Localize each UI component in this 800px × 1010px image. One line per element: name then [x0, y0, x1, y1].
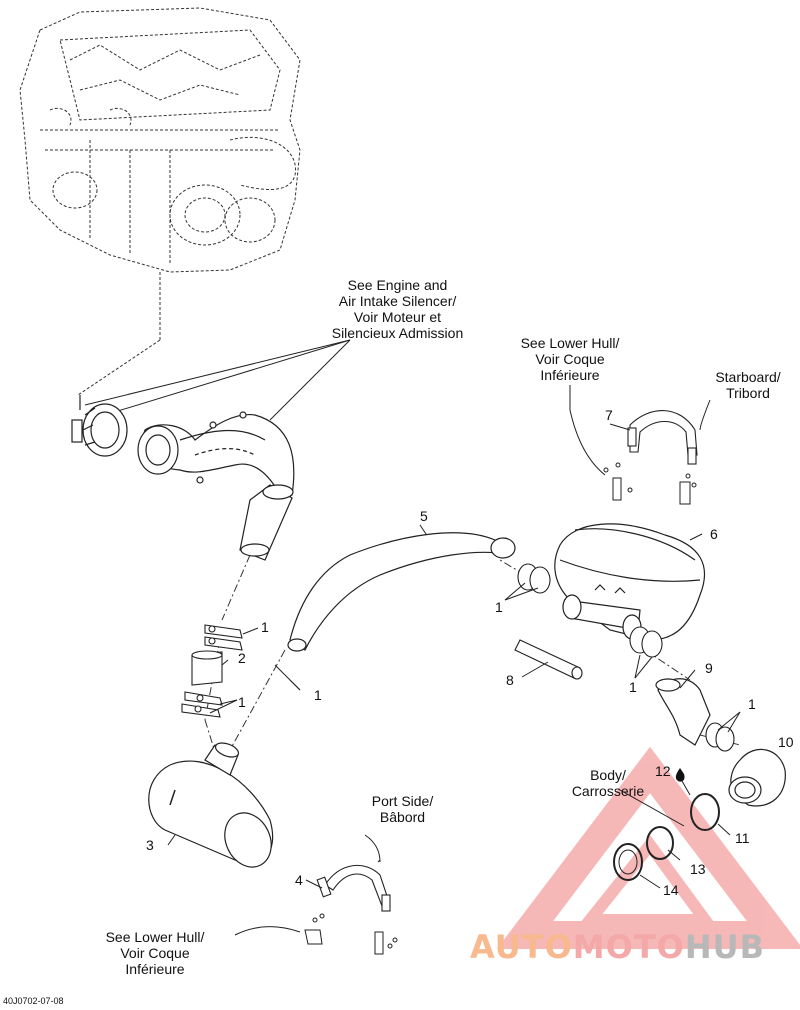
part-number-1: 1: [261, 619, 269, 635]
callout-line: Port Side/: [371, 793, 434, 809]
clamps-water-box: [517, 563, 663, 658]
engine-reference-callout: See Engine and Air Intake Silencer/ Voir…: [310, 277, 485, 341]
callout-line: See Engine and: [347, 277, 448, 293]
diagram-code: 40J0702-07-08: [3, 996, 64, 1006]
clamp-set-upper: [204, 624, 243, 651]
part-number-12: 12: [655, 763, 671, 779]
exhaust-pipe: [287, 532, 516, 652]
part-number-13: 13: [690, 861, 706, 877]
coupling-hose: [191, 650, 223, 686]
callout-line: Voir Coque: [120, 945, 190, 961]
watermark-triangle: [496, 746, 800, 949]
part-number-5: 5: [420, 508, 428, 524]
part-number-1: 1: [495, 599, 503, 615]
watermark-part: AUTO: [470, 928, 573, 966]
callout-line: Inférieure: [125, 961, 185, 977]
callout-line: See Lower Hull/: [105, 929, 205, 945]
exhaust-outlet: [728, 748, 786, 807]
strap-port: [316, 864, 391, 912]
callout-line: Body/: [590, 767, 626, 783]
lower-hull-callout-bottom: See Lower Hull/ Voir Coque Inférieure: [85, 929, 225, 977]
part-number-14: 14: [663, 882, 679, 898]
part-number-8: 8: [506, 672, 514, 688]
part-number-1: 1: [238, 694, 246, 710]
brackets-port: [304, 913, 398, 955]
number-leaders: [167, 423, 741, 889]
callout-line: Silencieux Admission: [331, 325, 464, 341]
part-number-2: 2: [238, 650, 246, 666]
part-number-7: 7: [605, 407, 613, 423]
brackets-starboard: [603, 462, 697, 505]
exhaust-manifold-pipe: [137, 411, 295, 561]
muffler: [148, 742, 274, 868]
callout-line: Bâbord: [379, 809, 426, 825]
part-number-1: 1: [629, 679, 637, 695]
callout-line: Voir Coque: [535, 351, 605, 367]
water-box: [554, 523, 705, 641]
part-number-1: 1: [314, 687, 322, 703]
rubber-tube: [514, 639, 583, 680]
starboard-callout: Starboard/ Tribord: [700, 369, 796, 401]
callout-line: Carrosserie: [571, 783, 645, 799]
gasket: [690, 793, 720, 831]
callout-line: Voir Moteur et: [353, 309, 442, 325]
port-side-callout: Port Side/ Bâbord: [355, 793, 450, 825]
part-number-1: 1: [748, 696, 756, 712]
clamp-set-lower: [181, 691, 223, 718]
lower-hull-callout-top: See Lower Hull/ Voir Coque Inférieure: [500, 335, 640, 383]
rings: [613, 826, 674, 881]
watermark-logo: AUTOMOTOHUB: [470, 928, 765, 966]
callout-line: See Lower Hull/: [520, 335, 620, 351]
watermark-part: MOTO: [572, 928, 685, 966]
part-number-4: 4: [295, 872, 303, 888]
clamps-elbow: [705, 722, 735, 752]
engine-outline: [19, 7, 301, 396]
body-callout: Body/ Carrosserie: [558, 767, 658, 799]
part-number-9: 9: [705, 660, 713, 676]
watermark-part: HUB: [684, 928, 766, 966]
part-number-3: 3: [146, 837, 154, 853]
elbow-hose: [655, 678, 711, 746]
callout-line: Starboard/: [715, 369, 781, 385]
callout-line: Air Intake Silencer/: [338, 293, 457, 309]
sealant-drop-icon: [675, 768, 685, 782]
strap-starboard: [627, 410, 698, 465]
part-number-10: 10: [778, 734, 794, 750]
upper-clamp: [71, 395, 128, 457]
callout-line: Tribord: [726, 385, 770, 401]
callout-line: Inférieure: [540, 367, 600, 383]
part-number-6: 6: [710, 526, 718, 542]
part-number-11: 11: [735, 830, 750, 846]
